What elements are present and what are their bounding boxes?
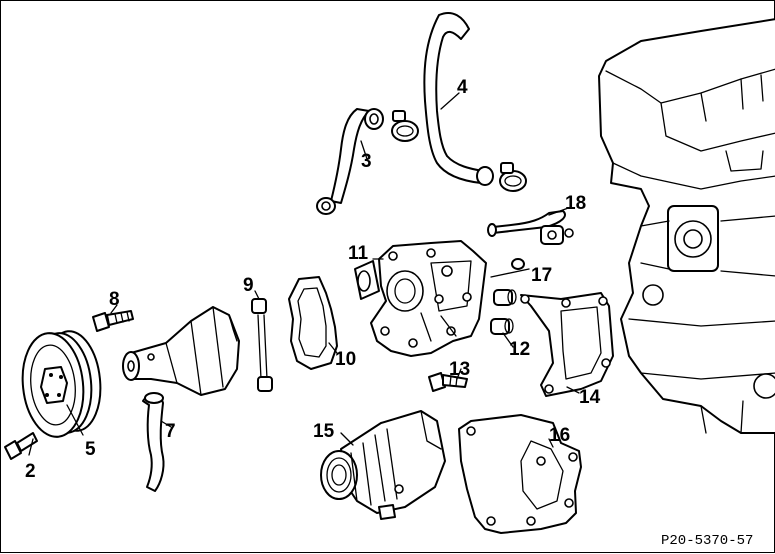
figure-code: P20-5370-57: [661, 533, 753, 549]
callout-4: 4: [457, 77, 468, 98]
callout-17: 17: [531, 265, 552, 286]
bracket-16: [458, 414, 582, 534]
gasket-10: [288, 276, 338, 370]
callout-15: 15: [313, 421, 335, 442]
callout-10: 10: [335, 349, 356, 370]
engine-block: [598, 18, 775, 434]
leader-lines: [28, 92, 580, 456]
callout-8: 8: [109, 289, 120, 310]
callout-11: 11: [348, 243, 369, 264]
callout-labels: 2 3 4 5 7 8 9 10 11 12 13 14 15 16 17 18: [25, 77, 601, 482]
bolt-13: [428, 372, 468, 392]
bolt-8: [92, 310, 134, 332]
coolant-pipe-3: [316, 108, 384, 215]
callout-2: 2: [25, 461, 36, 482]
callout-18: 18: [565, 193, 586, 214]
callout-7: 7: [165, 421, 176, 442]
water-pump-housing-11: [354, 240, 487, 357]
bushings-12: [490, 289, 517, 335]
callout-12: 12: [509, 339, 530, 360]
coolant-hose-4: [423, 11, 494, 186]
gasket-plate-14: [520, 292, 614, 397]
bushing-pin-9: [251, 298, 273, 392]
alternator-15: [320, 410, 446, 520]
callout-5: 5: [85, 439, 96, 460]
pulley-5: [21, 330, 102, 438]
seal-17: [511, 258, 525, 270]
hose-clamp-lower: [499, 162, 527, 192]
hose-clamp-upper: [391, 110, 419, 142]
callout-13: 13: [449, 359, 470, 380]
bolt-2: [4, 432, 38, 460]
callout-16: 16: [549, 425, 570, 446]
hose-7: [142, 392, 165, 492]
callout-9: 9: [243, 275, 254, 296]
callout-14: 14: [579, 387, 601, 408]
water-pump-impeller: [122, 306, 240, 396]
bypass-pipe-18: [487, 210, 574, 245]
callout-3: 3: [361, 151, 372, 172]
